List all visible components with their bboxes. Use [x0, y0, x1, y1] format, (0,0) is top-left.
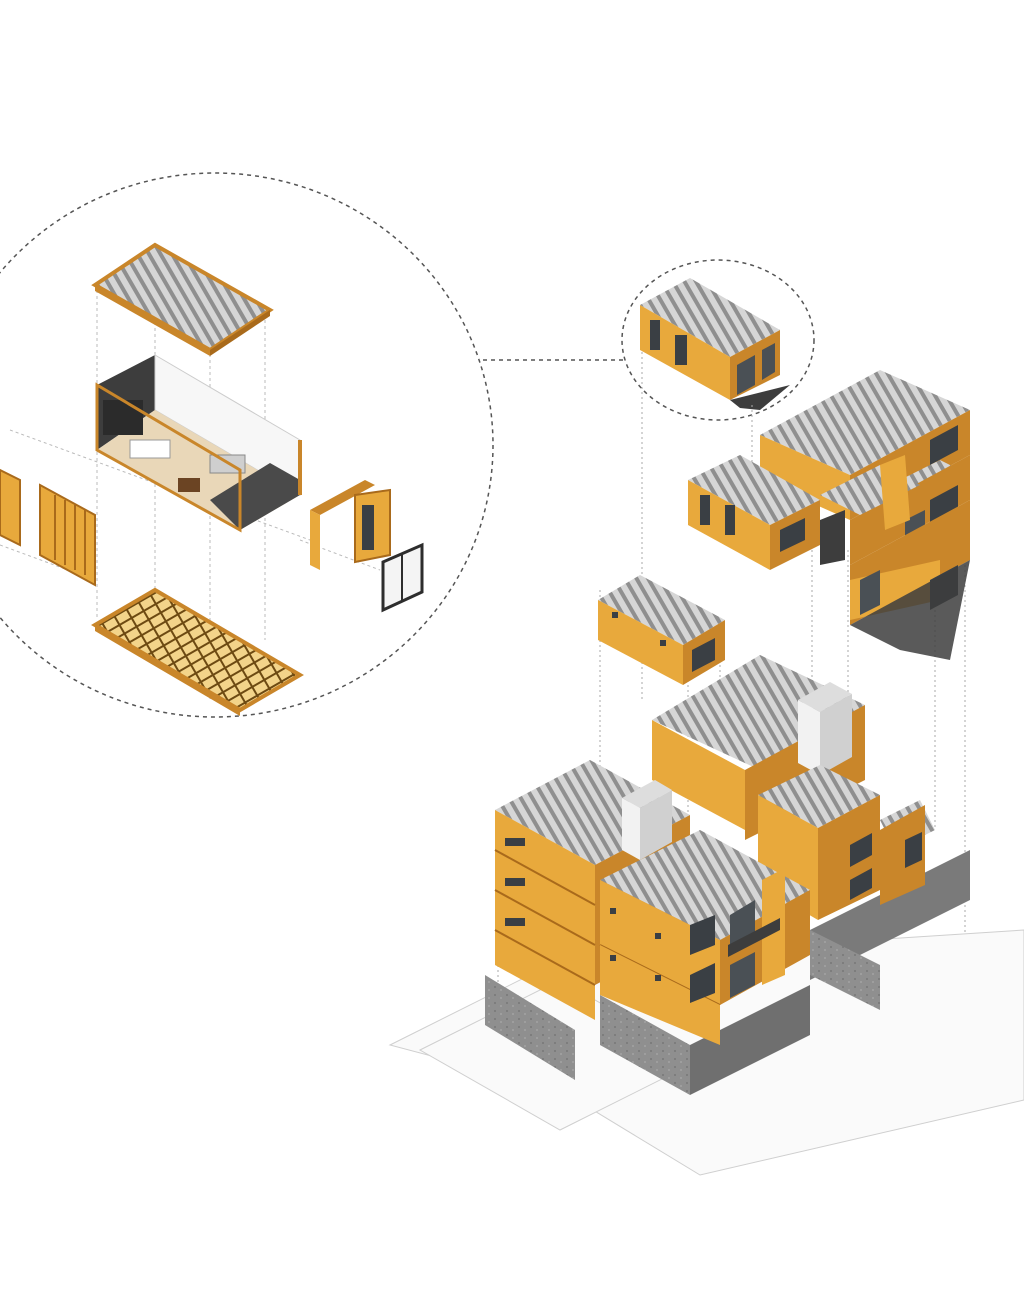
module-stack-far-right: [880, 800, 935, 905]
module-stack-front: [599, 830, 810, 1045]
module-interior: [95, 354, 302, 533]
stair-core-left: [622, 780, 672, 860]
end-wall-panel: [310, 480, 391, 570]
module-callout-outline: [621, 259, 815, 421]
ceiling-panel: [91, 242, 274, 356]
detail-circle-outline: [0, 172, 494, 718]
floor-cassette: [91, 587, 304, 716]
stair-core-right: [798, 682, 852, 775]
glazed-door-panel: [381, 542, 424, 613]
kitchen-appliances: [103, 400, 143, 435]
main-building: [485, 655, 970, 1095]
module-callout: [621, 259, 815, 421]
upper-module-cluster: [688, 370, 970, 660]
module-upper-front: [688, 455, 845, 570]
module-upper-right-2: [850, 500, 970, 660]
concrete-podium: [485, 850, 970, 1095]
module-upper-mid: [820, 455, 920, 530]
module-floating-mid: [598, 575, 725, 685]
coffee-table: [178, 478, 200, 492]
side-wall-panel: [0, 468, 96, 587]
detail-callout: [0, 172, 494, 718]
single-module-highlighted: [640, 278, 790, 410]
kitchen-island: [129, 439, 171, 459]
